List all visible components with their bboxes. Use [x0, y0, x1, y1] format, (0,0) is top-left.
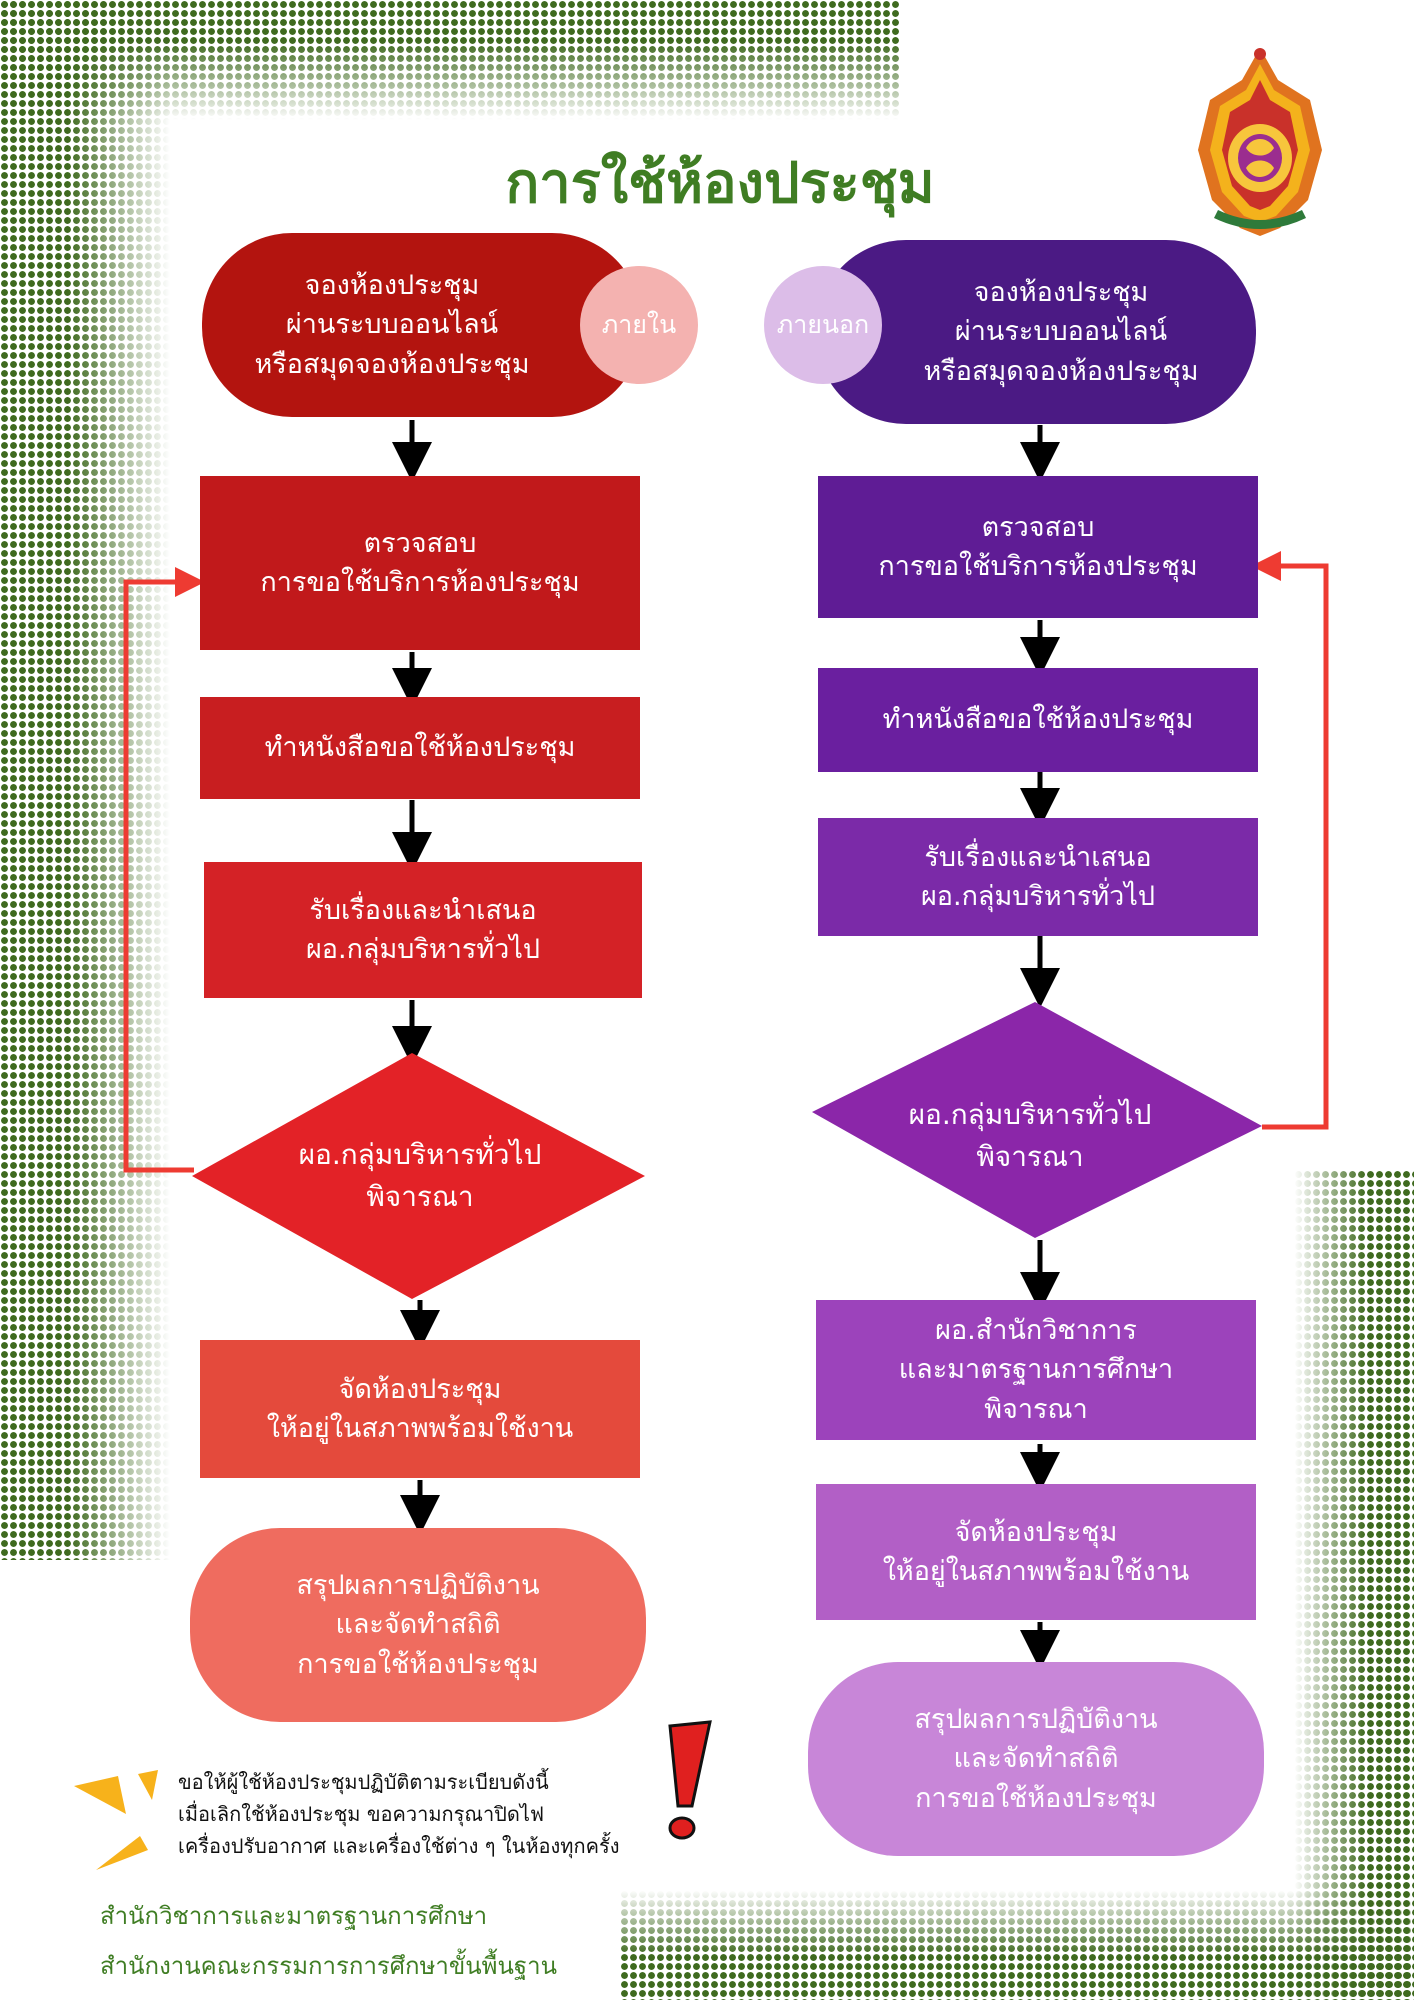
right-prepare-line-2: ให้อยู่ในสภาพพร้อมใช้งาน	[882, 1556, 1190, 1587]
dot-pattern-bottom	[620, 1890, 1414, 2000]
left-end-node: สรุปผลการปฏิบัติงาน และจัดทำสถิติ การขอใ…	[190, 1528, 646, 1722]
left-start-line-3: หรือสมุดจองห้องประชุม	[254, 348, 530, 380]
right-check-line-2: การขอใช้บริการห้องประชุม	[878, 551, 1198, 582]
dot-pattern-left	[0, 0, 170, 1560]
loop-arrow-right	[1251, 551, 1329, 1130]
right-start-line-2: ผ่านระบบออนไลน์	[954, 316, 1168, 348]
left-letter-node: ทำหนังสือขอใช้ห้องประชุม	[200, 697, 640, 799]
left-end-line-3: การขอใช้ห้องประชุม	[297, 1648, 539, 1680]
right-academic-line-3: พิจารณา	[984, 1393, 1088, 1425]
left-end-line-1: สรุปผลการปฏิบัติงาน	[296, 1570, 540, 1602]
left-prepare-line-2: ให้อยู่ในสภาพพร้อมใช้งาน	[266, 1413, 574, 1444]
right-end-line-3: การขอใช้ห้องประชุม	[915, 1782, 1157, 1814]
right-start-line-3: หรือสมุดจองห้องประชุม	[923, 355, 1199, 387]
left-start-line-1: จองห้องประชุม	[304, 270, 480, 302]
notice-line-2: เมื่อเลิกใช้ห้องประชุม ขอความกรุณาปิดไฟ	[178, 1802, 545, 1826]
left-prepare-line-1: จัดห้องประชุม	[338, 1373, 502, 1405]
left-check-line-1: ตรวจสอบ	[363, 527, 477, 559]
yellow-burst-icon	[74, 1770, 158, 1870]
right-end-line-1: สรุปผลการปฏิบัติงาน	[914, 1704, 1158, 1736]
left-decision-line-1: ผอ.กลุ่มบริหารทั่วไป	[298, 1138, 542, 1171]
right-decision-line-2: พิจารณา	[976, 1140, 1084, 1173]
right-decision-line-1: ผอ.กลุ่มบริหารทั่วไป	[908, 1098, 1152, 1131]
footer-department: สำนักวิชาการและมาตรฐานการศึกษา	[100, 1902, 488, 1930]
right-receive-node: รับเรื่องและนำเสนอ ผอ.กลุ่มบริหารทั่วไป	[818, 818, 1258, 936]
left-receive-node: รับเรื่องและนำเสนอ ผอ.กลุ่มบริหารทั่วไป	[204, 862, 642, 998]
dot-pattern-right	[1294, 1170, 1414, 2000]
right-decision-text: ผอ.กลุ่มบริหารทั่วไป พิจารณา	[860, 1080, 1200, 1192]
notice-line-1: ขอให้ผู้ใช้ห้องประชุมปฏิบัติตามระเบียบดั…	[178, 1770, 549, 1794]
decision-left-shape	[192, 1053, 645, 1299]
external-badge: ภายนอก	[764, 266, 882, 384]
left-check-node: ตรวจสอบ การขอใช้บริการห้องประชุม	[200, 476, 640, 650]
left-decision-line-2: พิจารณา	[366, 1180, 474, 1213]
right-start-line-1: จองห้องประชุม	[973, 277, 1149, 309]
right-prepare-line-1: จัดห้องประชุม	[954, 1516, 1118, 1548]
exclamation-icon	[668, 1720, 712, 1840]
internal-badge: ภายใน	[580, 266, 698, 384]
footer-office: สำนักงานคณะกรรมการการศึกษาขั้นพื้นฐาน	[100, 1952, 558, 1980]
right-academic-line-2: และมาตรฐานการศึกษา	[898, 1354, 1174, 1386]
right-letter-node: ทำหนังสือขอใช้ห้องประชุม	[818, 668, 1258, 772]
right-receive-line-2: ผอ.กลุ่มบริหารทั่วไป	[920, 881, 1156, 912]
left-receive-line-1: รับเรื่องและนำเสนอ	[309, 894, 537, 926]
decision-right-shape	[812, 1002, 1262, 1238]
right-academic-node: ผอ.สำนักวิชาการ และมาตรฐานการศึกษา พิจาร…	[816, 1300, 1256, 1440]
usage-notice: ขอให้ผู้ใช้ห้องประชุมปฏิบัติตามระเบียบดั…	[178, 1766, 738, 1862]
loop-arrow-left	[123, 567, 205, 1173]
left-receive-line-2: ผอ.กลุ่มบริหารทั่วไป	[305, 934, 541, 965]
page-title: การใช้ห้องประชุม	[505, 151, 935, 216]
emblem-logo	[1198, 48, 1322, 236]
right-check-line-1: ตรวจสอบ	[981, 511, 1095, 543]
left-decision-text: ผอ.กลุ่มบริหารทั่วไป พิจารณา	[250, 1120, 590, 1232]
right-end-node: สรุปผลการปฏิบัติงาน และจัดทำสถิติ การขอใ…	[808, 1662, 1264, 1856]
right-receive-line-1: รับเรื่องและนำเสนอ	[924, 841, 1152, 873]
left-start-line-2: ผ่านระบบออนไลน์	[285, 309, 499, 341]
right-prepare-node: จัดห้องประชุม ให้อยู่ในสภาพพร้อมใช้งาน	[816, 1484, 1256, 1620]
dot-pattern-top	[0, 0, 900, 120]
right-academic-line-1: ผอ.สำนักวิชาการ	[935, 1315, 1137, 1347]
left-end-line-2: และจัดทำสถิติ	[335, 1609, 501, 1641]
right-start-node: จองห้องประชุม ผ่านระบบออนไลน์ หรือสมุดจอ…	[816, 240, 1256, 424]
left-check-line-2: การขอใช้บริการห้องประชุม	[260, 567, 580, 598]
right-end-line-2: และจัดทำสถิติ	[953, 1743, 1119, 1775]
notice-line-3: เครื่องปรับอากาศ และเครื่องใช้ต่าง ๆ ในห…	[178, 1834, 620, 1858]
right-check-node: ตรวจสอบ การขอใช้บริการห้องประชุม	[818, 476, 1258, 618]
left-prepare-node: จัดห้องประชุม ให้อยู่ในสภาพพร้อมใช้งาน	[200, 1340, 640, 1478]
left-start-node: จองห้องประชุม ผ่านระบบออนไลน์ หรือสมุดจอ…	[202, 233, 642, 417]
